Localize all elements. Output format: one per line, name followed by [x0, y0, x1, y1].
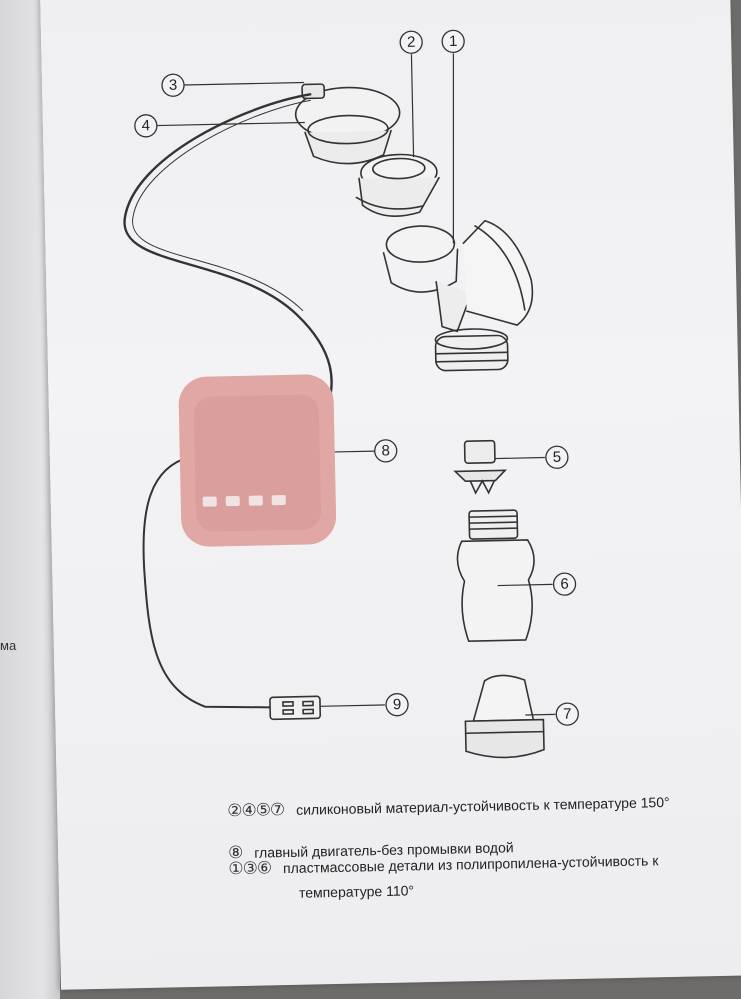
motor-unit-part	[178, 374, 337, 547]
callout-3	[161, 73, 185, 97]
motor-button-2	[225, 495, 240, 507]
callout-9	[385, 693, 409, 717]
flange-body-part	[382, 219, 534, 372]
callout-7	[555, 702, 579, 726]
usb-plug-part	[269, 695, 322, 721]
silicone-valve-part	[355, 153, 440, 217]
motor-button-1	[202, 496, 217, 507]
callout-5	[545, 445, 569, 469]
legend-line-plastic-continued: температуре 110°	[298, 882, 415, 901]
legend-numbers: ①③⑥	[228, 858, 272, 879]
motor-button-3	[248, 495, 263, 506]
diaphragm-cap-part	[294, 83, 401, 165]
callout-5-label: 5	[553, 449, 562, 466]
breast-pump-parts-diagram: 1 2 3 4 5 6 7 8 9	[123, 29, 579, 759]
bottle-part	[456, 509, 535, 642]
tube-part	[123, 93, 333, 406]
legend-numbers: ②④⑤⑦	[227, 800, 285, 821]
callout-9-label: 9	[393, 696, 402, 713]
motor-button-4	[271, 495, 286, 506]
callout-7-label: 7	[563, 706, 572, 723]
callout-6	[552, 572, 577, 596]
callout-8	[374, 439, 398, 463]
duckbill-valve-part	[453, 439, 508, 495]
callout-8-label: 8	[381, 442, 390, 459]
instruction-sheet: 1 2 3 4 5 6 7 8 9 ②④⑤⑦ силиконовый матер…	[40, 0, 741, 990]
callout-3-label: 3	[169, 77, 178, 94]
bottle-cap-part	[464, 674, 545, 759]
callout-4	[134, 114, 158, 138]
callout-4-label: 4	[142, 117, 151, 134]
callout-1	[441, 29, 465, 54]
callout-6-label: 6	[560, 576, 569, 593]
callout-2	[399, 30, 423, 54]
usb-cable-part	[142, 455, 272, 709]
callout-1-label: 1	[449, 33, 458, 50]
underlying-page-text: ма	[0, 638, 17, 653]
callout-2-label: 2	[407, 34, 416, 51]
